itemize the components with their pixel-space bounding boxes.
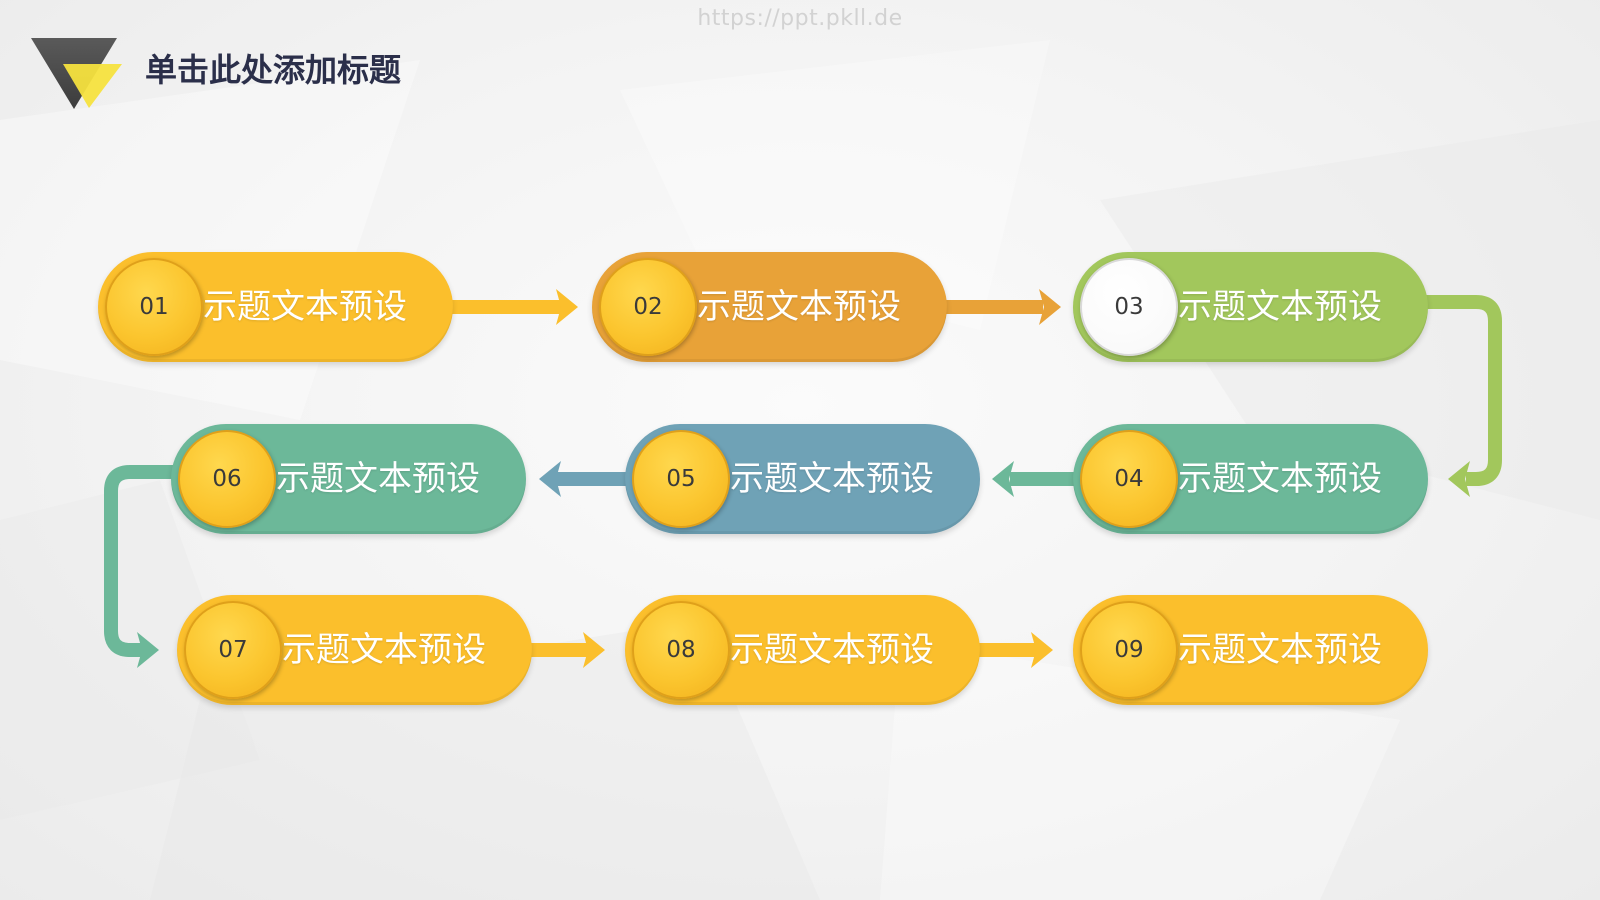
step-number-badge: 02 [599,258,697,356]
step-number: 07 [218,637,248,663]
step-number: 03 [1114,294,1144,320]
connector-6-to-7 [104,465,185,668]
arrow-8-to-9 [968,632,1053,668]
step-number-badge: 03 [1080,258,1178,356]
step-03: 03 示题文本预设 [1073,252,1428,362]
connector-3-to-4 [1415,295,1502,497]
step-09: 09 示题文本预设 [1073,595,1428,705]
step-number: 04 [1114,466,1144,492]
step-04: 04 示题文本预设 [1073,424,1428,534]
arrow-4-to-5 [992,461,1085,497]
step-05: 05 示题文本预设 [625,424,980,534]
step-number: 05 [666,466,696,492]
step-02: 02 示题文本预设 [592,252,947,362]
step-number: 01 [139,294,169,320]
step-number-badge: 08 [632,601,730,699]
step-number-badge: 05 [632,430,730,528]
logo-triangle-icon [31,38,122,109]
step-number: 09 [1114,637,1144,663]
step-label: 示题文本预设 [697,287,901,327]
step-number-badge: 01 [105,258,203,356]
arrow-5-to-6 [539,461,636,497]
arrow-7-to-8 [520,632,605,668]
step-label: 示题文本预设 [282,630,486,670]
page-title: 单击此处添加标题 [145,51,402,89]
step-08: 08 示题文本预设 [625,595,980,705]
watermark-url: https://ppt.pkll.de [697,6,903,31]
step-number: 02 [633,294,663,320]
step-label: 示题文本预设 [276,459,480,499]
arrow-2-to-3 [935,289,1061,325]
step-number: 08 [666,637,696,663]
step-01: 01 示题文本预设 [98,252,453,362]
step-number: 06 [212,466,242,492]
step-number-badge: 04 [1080,430,1178,528]
step-number-badge: 09 [1080,601,1178,699]
arrow-1-to-2 [440,289,578,325]
step-06: 06 示题文本预设 [171,424,526,534]
step-07: 07 示题文本预设 [177,595,532,705]
step-number-badge: 06 [178,430,276,528]
step-label: 示题文本预设 [730,630,934,670]
step-number-badge: 07 [184,601,282,699]
step-label: 示题文本预设 [1178,287,1382,327]
step-label: 示题文本预设 [203,287,407,327]
step-label: 示题文本预设 [730,459,934,499]
step-label: 示题文本预设 [1178,459,1382,499]
step-label: 示题文本预设 [1178,630,1382,670]
